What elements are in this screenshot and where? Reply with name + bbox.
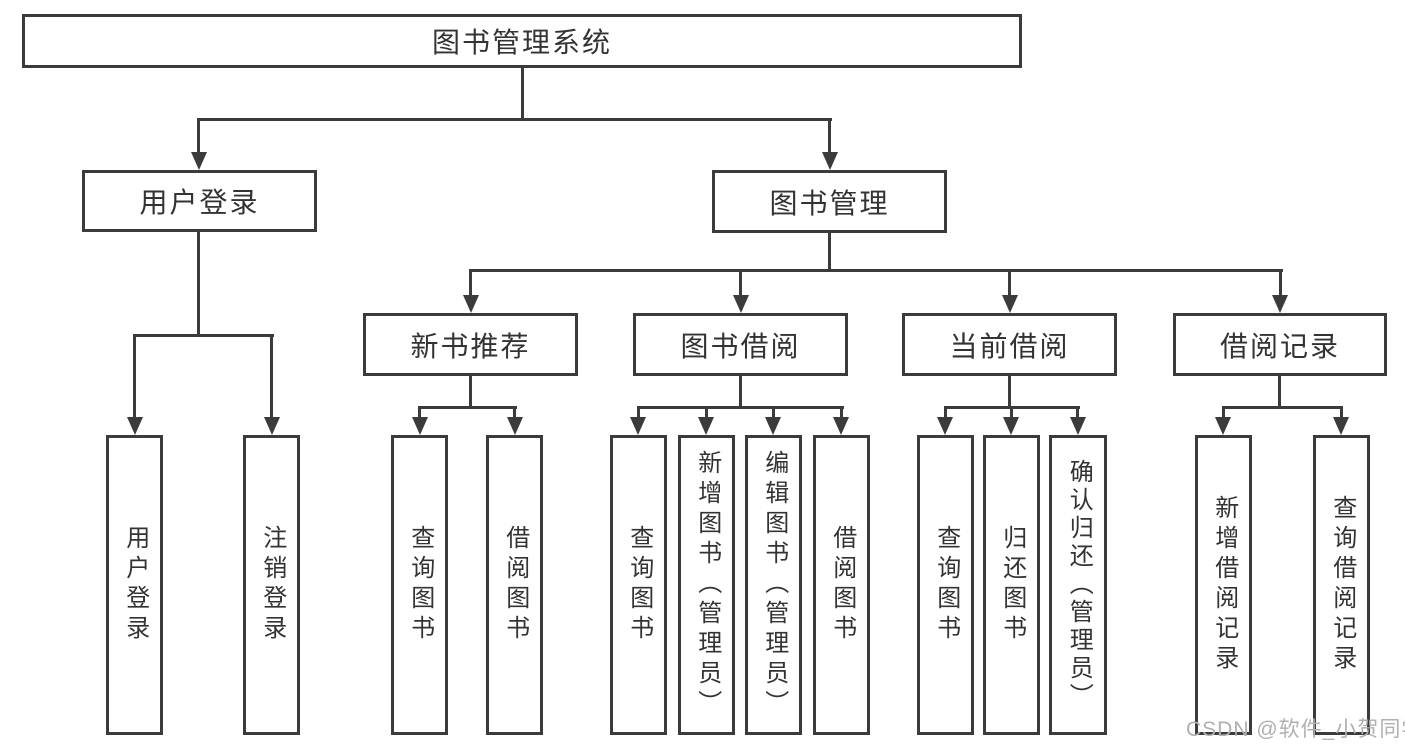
leaf-query-books-current: 查询图书 <box>917 435 974 735</box>
connector-to-leaf <box>637 408 640 417</box>
leaf-label: 查询借阅记录 <box>1328 495 1356 675</box>
arrow-down-icon <box>833 417 849 435</box>
connector-current-split <box>944 406 1080 409</box>
connector-borrow-split <box>637 406 844 409</box>
connector-root-split <box>197 118 832 121</box>
leaf-label: 查询图书 <box>406 525 434 645</box>
connector-to-leaf <box>133 336 136 417</box>
connector-to-leaf <box>840 408 843 417</box>
node-user-login: 用户登录 <box>82 170 317 232</box>
node-label: 图书管理 <box>769 187 890 219</box>
connector-borrow-stem <box>739 376 742 408</box>
connector-to-records <box>1279 271 1282 295</box>
node-label: 新书推荐 <box>410 330 531 362</box>
arrow-down-icon <box>412 417 428 435</box>
node-label: 图书管理系统 <box>431 27 612 58</box>
connector-to-user-login <box>197 120 200 152</box>
arrow-down-icon <box>698 417 714 435</box>
connector-to-borrow <box>739 271 742 295</box>
leaf-user-login: 用户登录 <box>106 435 163 735</box>
arrow-down-icon <box>507 417 523 435</box>
connector-user-login-stem <box>197 232 200 337</box>
connector-current-stem <box>1008 376 1011 408</box>
leaf-label: 归还图书 <box>998 525 1026 645</box>
leaf-return-books: 归还图书 <box>983 435 1040 735</box>
connector-to-leaf <box>705 408 708 417</box>
connector-to-current <box>1008 271 1011 295</box>
arrow-down-icon <box>765 417 781 435</box>
node-label: 借阅记录 <box>1219 330 1340 362</box>
connector-new-books-stem <box>469 376 472 408</box>
connector-to-leaf <box>1222 408 1225 417</box>
leaf-borrow-books-recommend: 借阅图书 <box>486 435 543 735</box>
connector-book-mgmt-stem <box>828 233 831 271</box>
leaf-label: 查询图书 <box>932 525 960 645</box>
node-current-borrow: 当前借阅 <box>902 313 1117 376</box>
leaf-borrow-books: 借阅图书 <box>813 435 870 735</box>
arrow-down-icon <box>937 417 953 435</box>
connector-book-mgmt-split <box>469 269 1283 272</box>
leaf-add-books-admin: 新增图书（管理员） <box>678 435 735 735</box>
connector-records-stem <box>1278 376 1281 408</box>
leaf-label: 编辑图书（管理员） <box>760 450 788 720</box>
connector-to-leaf <box>944 408 947 417</box>
arrow-down-icon <box>733 295 749 313</box>
connector-to-leaf <box>1076 408 1079 417</box>
connector-to-leaf <box>513 408 516 417</box>
node-label: 当前借阅 <box>949 330 1070 362</box>
connector-to-leaf <box>1340 408 1343 417</box>
leaf-query-borrow-record: 查询借阅记录 <box>1313 435 1370 735</box>
leaf-label: 注销登录 <box>258 525 286 645</box>
leaf-label: 新增借阅记录 <box>1210 495 1238 675</box>
arrow-down-icon <box>1215 417 1231 435</box>
connector-to-leaf <box>418 408 421 417</box>
arrow-down-icon <box>1002 295 1018 313</box>
connector-records-split <box>1222 406 1343 409</box>
connector-to-leaf <box>772 408 775 417</box>
leaf-label: 借阅图书 <box>501 525 529 645</box>
node-book-management: 图书管理 <box>712 170 947 233</box>
leaf-logout: 注销登录 <box>243 435 300 735</box>
node-label: 用户登录 <box>139 187 260 218</box>
leaf-label: 用户登录 <box>121 525 149 645</box>
leaf-confirm-return-admin: 确认归还（管理员） <box>1049 435 1107 735</box>
leaf-label: 新增图书（管理员） <box>693 450 721 720</box>
connector-user-login-split <box>133 334 274 337</box>
csdn-watermark: CSDN @软件_小贺同学 <box>1186 718 1405 741</box>
node-library-management-system: 图书管理系统 <box>22 14 1022 68</box>
node-borrow-records: 借阅记录 <box>1173 313 1387 376</box>
leaf-label: 确认归还（管理员） <box>1065 459 1093 711</box>
arrow-down-icon <box>1333 417 1349 435</box>
leaf-label: 查询图书 <box>625 525 653 645</box>
arrow-down-icon <box>1272 295 1288 313</box>
arrow-down-icon <box>463 295 479 313</box>
connector-to-leaf <box>1010 408 1013 417</box>
leaf-query-books-borrow: 查询图书 <box>610 435 667 735</box>
node-label: 图书借阅 <box>680 330 801 362</box>
leaf-edit-books-admin: 编辑图书（管理员） <box>745 435 802 735</box>
arrow-down-icon <box>822 152 838 170</box>
arrow-down-icon <box>191 152 207 170</box>
connector-to-leaf <box>270 336 273 417</box>
arrow-down-icon <box>630 417 646 435</box>
node-new-book-recommend: 新书推荐 <box>363 313 578 376</box>
node-book-borrow: 图书借阅 <box>633 313 848 376</box>
arrow-down-icon <box>264 417 280 435</box>
arrow-down-icon <box>127 417 143 435</box>
leaf-label: 借阅图书 <box>828 525 856 645</box>
arrow-down-icon <box>1070 417 1086 435</box>
leaf-query-books-recommend: 查询图书 <box>391 435 448 735</box>
leaf-add-borrow-record: 新增借阅记录 <box>1195 435 1252 735</box>
connector-new-books-split <box>418 406 517 409</box>
connector-root-stem <box>521 68 524 121</box>
connector-to-new-books <box>469 271 472 295</box>
connector-to-book-mgmt <box>828 120 831 152</box>
arrow-down-icon <box>1003 417 1019 435</box>
